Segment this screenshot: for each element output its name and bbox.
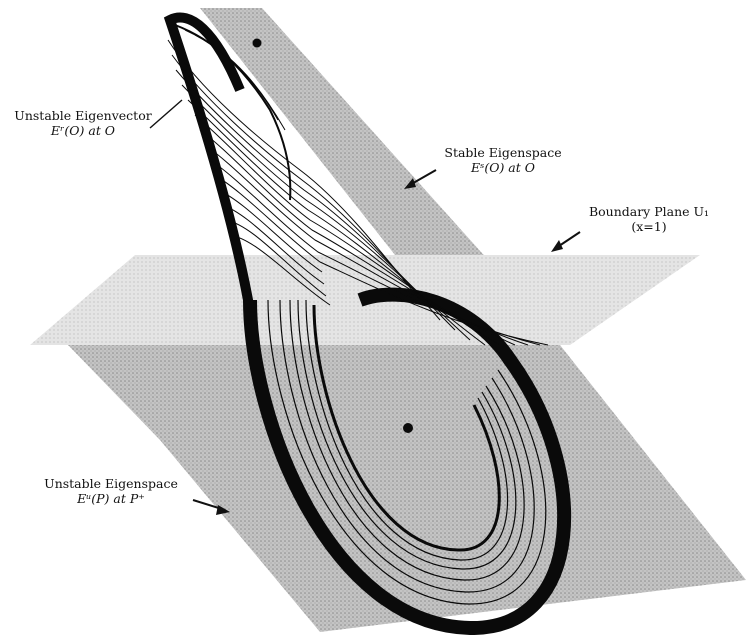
unstable-eigenspace-title: Unstable Eigenspace	[36, 476, 186, 491]
boundary-plane-label: Boundary Plane U₁ (x=1)	[574, 204, 724, 234]
unstable-eigenvector-title: Unstable Eigenvector	[8, 108, 158, 123]
unstable-eigenvector-symbol: Eʳ(O) at O	[8, 123, 158, 138]
boundary-plane-arrow-icon	[551, 232, 580, 252]
unstable-eigenspace-symbol: Eᵘ(P) at P⁺	[36, 491, 186, 506]
fixed-point-upper	[253, 39, 262, 48]
stable-eigenspace-symbol: Eˢ(O) at O	[438, 160, 568, 175]
unstable-eigenvector-label: Unstable Eigenvector Eʳ(O) at O	[8, 108, 158, 138]
unstable-eigenspace-label: Unstable Eigenspace Eᵘ(P) at P⁺	[36, 476, 186, 506]
boundary-plane-equation: (x=1)	[574, 219, 724, 234]
stable-eigenspace-label: Stable Eigenspace Eˢ(O) at O	[438, 145, 568, 175]
stable-eigenspace-title: Stable Eigenspace	[438, 145, 568, 160]
boundary-plane-title: Boundary Plane U₁	[574, 204, 724, 219]
fixed-point-p-plus	[403, 423, 413, 433]
